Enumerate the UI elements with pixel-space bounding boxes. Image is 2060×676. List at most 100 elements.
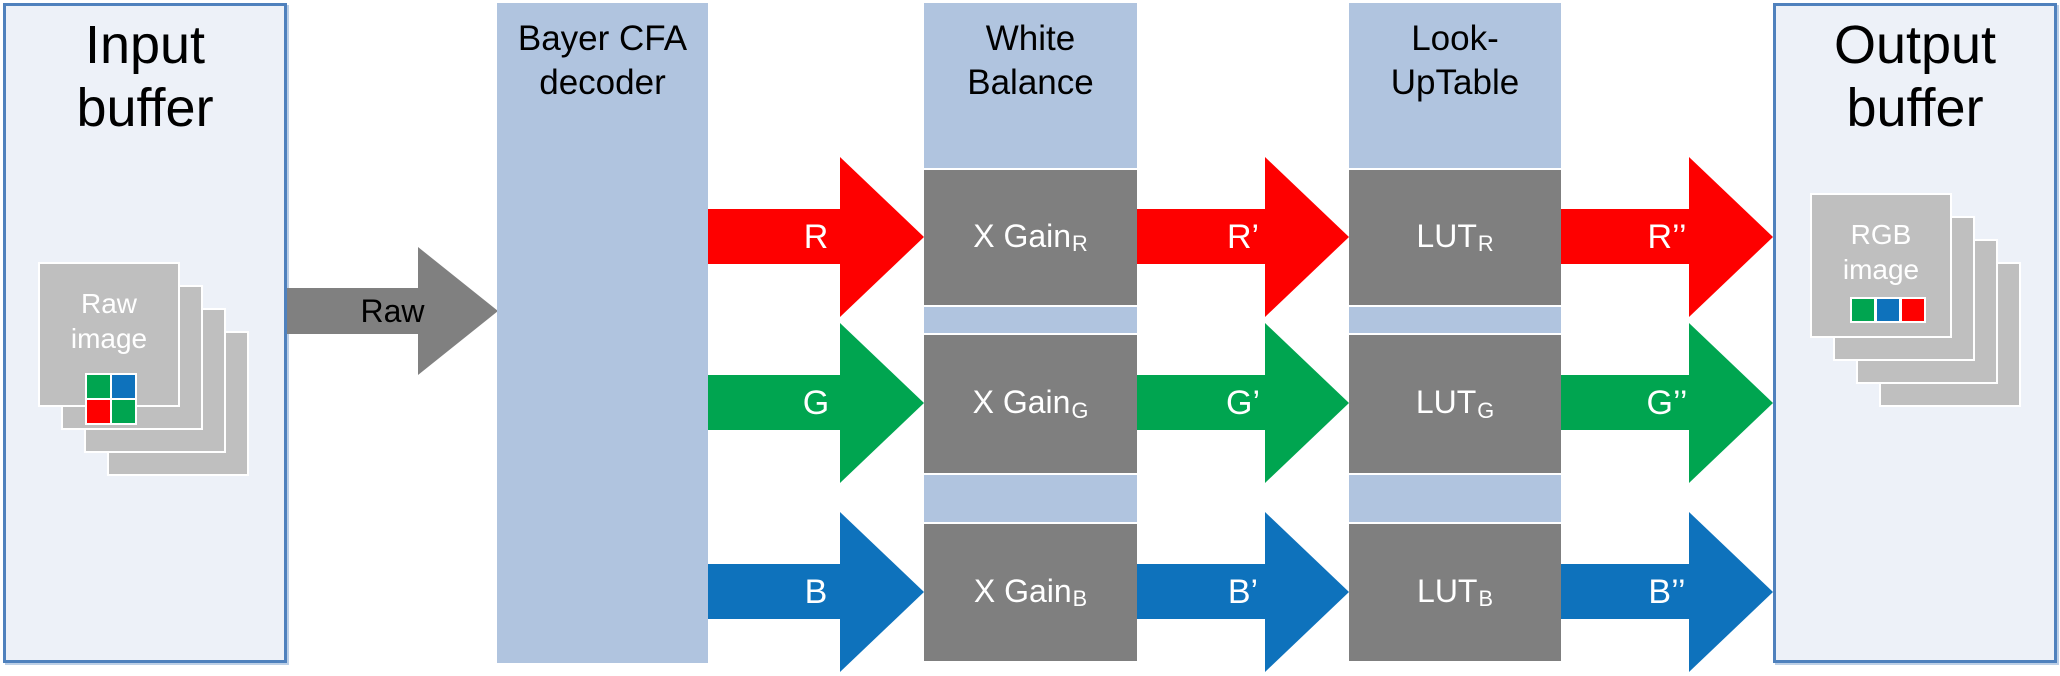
lut-g-box-label: LUTG <box>1416 384 1494 424</box>
b-channel-arrow-body <box>708 564 840 619</box>
output-buffer-title-line2: buffer <box>1846 77 1984 138</box>
r-channel-arrow-head <box>840 157 924 317</box>
r-prime-label: R’ <box>1226 217 1260 256</box>
r-prime-arrow: R’ <box>1137 157 1349 317</box>
raw-image-label: Raw image <box>40 286 178 356</box>
gain-b-subscript: B <box>1072 586 1088 612</box>
b-double-prime-arrow-head <box>1689 512 1773 672</box>
input-buffer-title: Input buffer <box>6 14 284 139</box>
gain-b-box-label: X GainB <box>974 573 1087 613</box>
r-double-prime-label: R’’ <box>1647 217 1687 256</box>
g-channel-label: G <box>802 383 830 422</box>
b-channel-arrow: B <box>708 512 924 672</box>
lut-g-text: LUT <box>1415 384 1477 421</box>
rgb-image-label: RGB image <box>1812 217 1950 287</box>
rgb-image-stack: RGB image <box>1810 193 2022 408</box>
rgb-image-card: RGB image <box>1810 193 1952 338</box>
output-buffer-title-line1: Output <box>1833 15 1997 75</box>
g-channel-arrow: G <box>708 323 924 483</box>
lut-r-box-label: LUTR <box>1416 218 1493 258</box>
lut-b-text: LUT <box>1417 572 1478 609</box>
lut-r-box: LUTR <box>1349 168 1561 307</box>
gain-r-subscript: R <box>1072 231 1088 257</box>
g-double-prime-label: G’’ <box>1646 383 1688 422</box>
raw-arrow-body <box>287 288 418 334</box>
b-double-prime-arrow-body <box>1561 564 1689 619</box>
input-buffer-title-line1: Input <box>84 15 206 75</box>
r-prime-arrow-body <box>1137 209 1265 264</box>
g-channel-arrow-body <box>708 375 840 430</box>
raw-image-card: Raw image <box>38 262 180 425</box>
bayer-cell <box>112 375 135 398</box>
rgb-image-label-line1: RGB <box>1850 219 1912 250</box>
bayer-decoder-title-line2: decoder <box>539 63 666 103</box>
raw-image-stack: Raw image <box>38 262 250 477</box>
lut-b-box: LUTB <box>1349 522 1561 663</box>
b-prime-arrow-head <box>1265 512 1349 672</box>
lut-block: Look- UpTable LUTR LUTG LUTB <box>1349 3 1561 663</box>
gain-g-text: X Gain <box>972 384 1071 421</box>
raw-image-label-line1: Raw <box>80 288 137 319</box>
white-balance-title: White Balance <box>924 17 1137 105</box>
rgb-image-label-line2: image <box>1842 254 1920 285</box>
bayer-decoder-title: Bayer CFA decoder <box>497 17 708 105</box>
r-double-prime-arrow-body <box>1561 209 1689 264</box>
bayer-cell <box>87 400 110 423</box>
rgb-cell <box>1877 299 1899 321</box>
g-double-prime-arrow-head <box>1689 323 1773 483</box>
white-balance-title-line2: Balance <box>967 63 1094 103</box>
gain-g-subscript: G <box>1071 397 1089 423</box>
g-prime-arrow: G’ <box>1137 323 1349 483</box>
rgb-cell <box>1852 299 1874 321</box>
gain-r-text: X Gain <box>973 217 1072 254</box>
lut-g-box: LUTG <box>1349 333 1561 475</box>
r-channel-arrow-body <box>708 209 840 264</box>
r-prime-arrow-head <box>1265 157 1349 317</box>
gain-b-text: X Gain <box>973 572 1072 609</box>
lut-b-subscript: B <box>1478 586 1493 612</box>
b-double-prime-arrow: B’’ <box>1561 512 1773 672</box>
raw-arrow-head <box>418 247 498 375</box>
g-double-prime-arrow: G’’ <box>1561 323 1773 483</box>
g-prime-arrow-head <box>1265 323 1349 483</box>
lut-title-line1: Look- <box>1411 19 1499 58</box>
lut-g-subscript: G <box>1477 397 1495 423</box>
rgb-pattern-icon <box>1850 297 1926 323</box>
g-prime-arrow-body <box>1137 375 1265 430</box>
input-buffer-title-line2: buffer <box>76 77 214 138</box>
gain-g-box-label: X GainG <box>973 384 1089 424</box>
r-double-prime-arrow-head <box>1689 157 1773 317</box>
gain-g-box: X GainG <box>924 333 1137 475</box>
bayer-decoder-title-line1: Bayer CFA <box>517 19 688 58</box>
gain-b-box: X GainB <box>924 522 1137 663</box>
b-channel-label: B <box>804 572 828 611</box>
g-prime-label: G’ <box>1226 383 1260 422</box>
white-balance-title-line1: White <box>985 19 1076 58</box>
g-double-prime-arrow-body <box>1561 375 1689 430</box>
b-prime-arrow: B’ <box>1137 512 1349 672</box>
output-buffer-title: Output buffer <box>1776 14 2054 139</box>
bayer-pattern-icon <box>85 373 137 425</box>
raw-arrow: Raw <box>287 247 498 375</box>
raw-arrow-label: Raw <box>360 292 425 329</box>
r-double-prime-arrow: R’’ <box>1561 157 1773 317</box>
white-balance-block: White Balance X GainR X GainG X GainB <box>924 3 1137 663</box>
lut-r-text: LUT <box>1416 217 1477 254</box>
output-buffer-panel: Output buffer RGB image <box>1773 3 2057 663</box>
r-channel-label: R <box>803 217 829 256</box>
input-buffer-panel: Input buffer Raw image <box>3 3 287 663</box>
lut-r-subscript: R <box>1477 231 1494 257</box>
b-double-prime-label: B’’ <box>1648 572 1686 611</box>
bayer-cell <box>112 400 135 423</box>
gain-r-box: X GainR <box>924 168 1137 307</box>
rgb-cell <box>1902 299 1924 321</box>
b-prime-arrow-body <box>1137 564 1265 619</box>
lut-title-line2: UpTable <box>1390 63 1520 103</box>
b-channel-arrow-head <box>840 512 924 672</box>
lut-b-box-label: LUTB <box>1417 573 1493 613</box>
bayer-decoder-block: Bayer CFA decoder <box>497 3 708 663</box>
r-channel-arrow: R <box>708 157 924 317</box>
lut-title: Look- UpTable <box>1349 17 1561 105</box>
b-prime-label: B’ <box>1227 572 1259 611</box>
